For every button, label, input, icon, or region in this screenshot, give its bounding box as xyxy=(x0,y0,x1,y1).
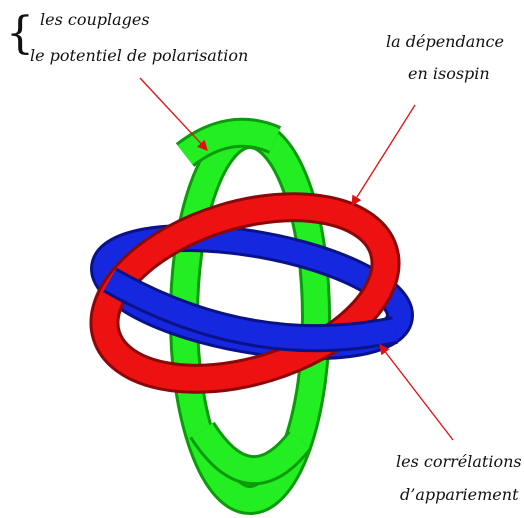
red-ring xyxy=(89,192,401,394)
arrow-isospin xyxy=(351,104,416,207)
label-appariement: d’appariement xyxy=(400,485,519,504)
curly-brace-icon: { xyxy=(6,8,34,59)
blue-ring-front xyxy=(103,267,398,353)
label-couplages: les couplages xyxy=(40,10,150,29)
label-dependance: la dépendance xyxy=(386,32,504,51)
arrow-couplages xyxy=(139,77,208,151)
arrow-appariement xyxy=(379,343,454,441)
green-ring-front xyxy=(175,117,312,486)
label-potentiel-polarisation: le potentiel de polarisation xyxy=(30,46,249,65)
label-correlations: les corrélations xyxy=(396,452,522,471)
label-isospin: en isospin xyxy=(408,64,490,83)
